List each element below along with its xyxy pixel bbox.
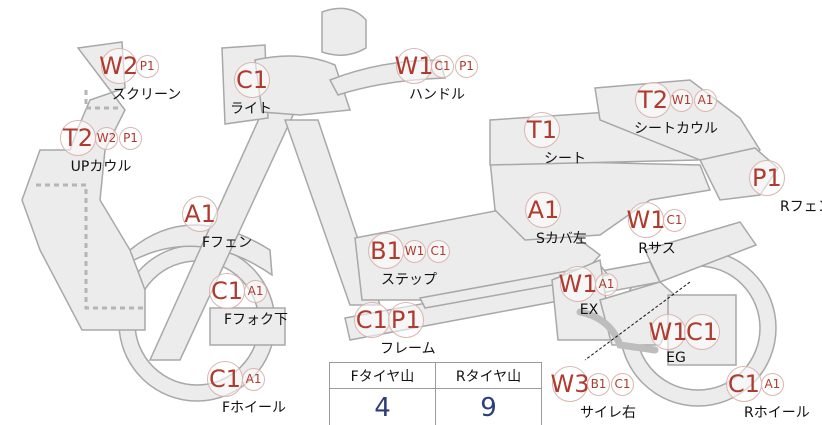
part-name: フレーム: [380, 341, 436, 357]
damage-code: W1: [559, 266, 598, 302]
damage-code: C1: [431, 54, 454, 78]
damage-code: W3: [551, 366, 590, 402]
damage-code: C1: [725, 366, 762, 402]
damage-code: C1: [611, 372, 634, 396]
damage-code: A1: [182, 196, 219, 232]
part-seat: T1 シート: [496, 112, 586, 168]
part-name: シート: [544, 151, 586, 167]
damage-code: A1: [694, 88, 717, 112]
part-codes: P1: [748, 160, 785, 196]
part-name: Rホイール: [744, 405, 810, 421]
damage-code: W1: [395, 48, 434, 84]
part-name: Sカバ左: [536, 231, 587, 247]
damage-code: A1: [525, 192, 562, 228]
part-name: Fフォク下: [224, 312, 289, 328]
rear-suspension-shape: [643, 221, 758, 283]
part-light: C1 ライト: [230, 62, 272, 118]
damage-code: C1: [234, 62, 270, 98]
part-ffender: A1 Fフェン: [146, 196, 252, 252]
part-name: Fホイール: [222, 400, 287, 416]
part-name: サイレ右: [580, 405, 636, 421]
damage-code: C1: [207, 361, 244, 397]
damage-code: B1: [368, 233, 404, 269]
front-tread-label: Fタイヤ山: [329, 362, 436, 389]
part-name: EX: [579, 302, 599, 318]
part-name: EG: [666, 350, 686, 366]
damage-code: P1: [387, 302, 424, 338]
part-name: Fフェン: [202, 235, 253, 251]
part-name: ライト: [230, 101, 272, 117]
part-scover: A1 Sカバ左: [498, 192, 587, 248]
damage-code: T2: [635, 82, 671, 118]
damage-code: P1: [119, 126, 142, 150]
damage-code: P1: [748, 160, 785, 196]
damage-code: A1: [595, 272, 618, 296]
damage-code: W1: [670, 88, 693, 112]
front-tread-value: 4: [329, 388, 436, 425]
damage-code: W1: [627, 202, 666, 238]
part-codes: A1: [525, 192, 562, 228]
part-codes: C1: [234, 62, 270, 98]
damage-code: C1: [353, 302, 390, 338]
part-name: Rフェン: [780, 199, 822, 215]
part-rfender: P1 Rフェン: [700, 160, 822, 216]
mirror-shape: [321, 7, 367, 56]
damage-code: T1: [524, 112, 560, 148]
damage-code: A1: [760, 372, 784, 396]
damage-code: P1: [455, 54, 478, 78]
part-codes: A1: [182, 196, 219, 232]
part-name: ステップ: [381, 272, 437, 288]
damage-code: W2: [95, 126, 118, 150]
part-codes: T1: [524, 112, 560, 148]
damage-code: B1: [587, 372, 610, 396]
part-name: Rサス: [638, 241, 676, 257]
rear-tread-value: 9: [435, 388, 542, 425]
damage-code: C1: [684, 314, 720, 350]
rear-tread-label: Rタイヤ山: [435, 362, 542, 389]
damage-code: W1: [403, 239, 426, 263]
damage-code: W1: [649, 314, 688, 350]
part-name: シートカウル: [634, 121, 718, 137]
damage-code: C1: [663, 208, 686, 232]
part-name: ハンドル: [409, 87, 465, 103]
part-name: スクリーン: [112, 87, 182, 103]
tire-tread-table: Fタイヤ山 Rタイヤ山 4 9: [329, 362, 542, 425]
damage-code: P1: [135, 54, 159, 78]
part-name: UPカウル: [70, 159, 132, 175]
damage-code: C1: [427, 239, 450, 263]
damage-code: W2: [99, 48, 138, 84]
damage-code: T2: [60, 120, 96, 156]
damage-code: A1: [244, 279, 268, 303]
damage-code: A1: [242, 367, 266, 391]
damage-code: C1: [209, 273, 246, 309]
